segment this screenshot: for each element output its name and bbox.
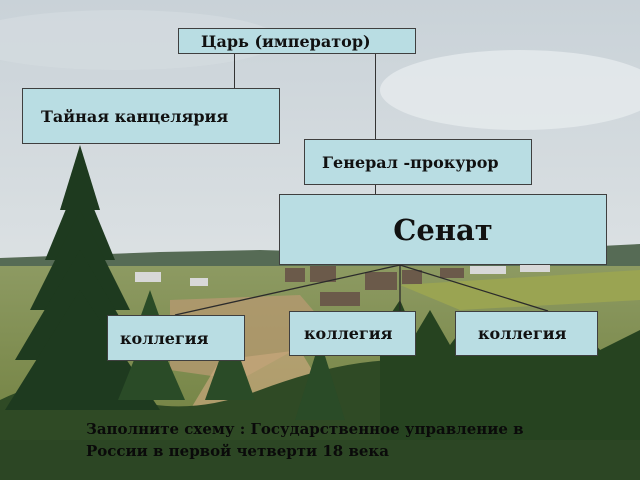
collegium-label-1: коллегия	[120, 328, 209, 348]
caption-line-1: Заполните схему : Государственное управл…	[86, 420, 524, 438]
secret-chancellery-box: Тайная канцелярия	[22, 88, 280, 144]
connector-tsar-chancellery	[234, 53, 235, 89]
collegium-box-3: коллегия	[455, 311, 598, 356]
caption-line-2: России в первой четверти 18 века	[86, 442, 389, 460]
collegium-box-2: коллегия	[289, 311, 416, 356]
prosecutor-general-label: Генерал -прокурор	[322, 152, 499, 172]
tsar-label: Царь (император)	[201, 31, 371, 51]
collegium-label-2: коллегия	[304, 324, 393, 343]
prosecutor-general-box: Генерал -прокурор	[304, 139, 532, 185]
senate-box: Сенат	[279, 194, 607, 265]
connector-senate-collegium-1	[174, 264, 401, 316]
connector-prosecutor-senate	[375, 184, 376, 194]
secret-chancellery-label: Тайная канцелярия	[41, 106, 229, 126]
connector-tsar-prosecutor	[375, 53, 376, 139]
collegium-box-1: коллегия	[107, 315, 245, 361]
connector-senate-collegium-3	[399, 264, 549, 312]
senate-label: Сенат	[393, 212, 493, 247]
instruction-caption: Заполните схему : Государственное управл…	[86, 418, 606, 462]
tsar-box: Царь (император)	[178, 28, 416, 54]
collegium-label-3: коллегия	[478, 324, 567, 343]
